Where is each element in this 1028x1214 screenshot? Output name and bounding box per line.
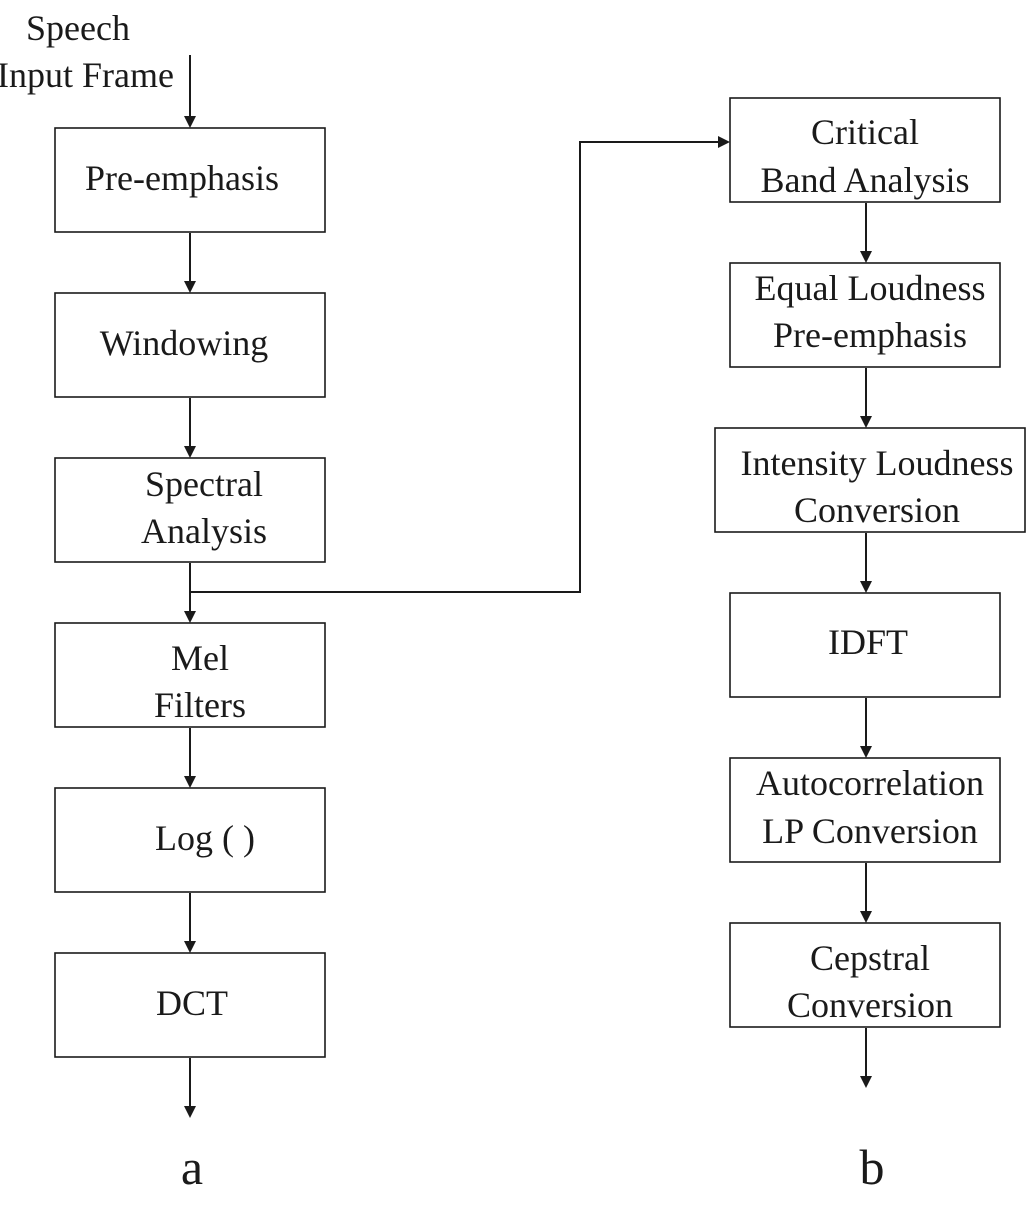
panel-a: Pre-emphasis Windowing Spectral Analysis… [54,127,326,1058]
block-cepstral-conversion-line2: Conversion [787,985,953,1025]
block-intensity-loudness-line1: Intensity Loudness [741,443,1014,483]
edge-spectral-to-critical-band [190,136,730,593]
block-spectral-analysis-line2: Analysis [141,511,267,551]
block-log-label: Log ( ) [155,818,255,858]
block-windowing: Windowing [54,292,326,398]
block-critical-band-analysis-line1: Critical [811,112,919,152]
input-label-line2: Input Frame [0,55,174,95]
block-autocorrelation-line1: Autocorrelation [756,763,984,803]
panel-a-label: a [181,1139,203,1195]
panel-b-label: b [860,1139,885,1195]
block-cepstral-conversion-line1: Cepstral [810,938,930,978]
block-equal-loudness-line1: Equal Loudness [755,268,986,308]
input-label-line1: Speech [26,8,130,48]
panel-b: Critical Band Analysis Equal Loudness Pr… [714,97,1026,1028]
block-dct-label: DCT [156,983,228,1023]
input-label: Speech Input Frame [0,8,174,95]
panel-a-label-group: a [181,1139,203,1195]
block-intensity-loudness-conversion: Intensity Loudness Conversion [714,427,1026,533]
panel-b-label-group: b [860,1139,885,1195]
block-pre-emphasis: Pre-emphasis [54,127,326,233]
block-mel-filters: Mel Filters [54,622,326,728]
block-autocorrelation-line2: LP Conversion [762,811,978,851]
block-spectral-analysis-line1: Spectral [145,464,263,504]
block-cepstral-conversion: Cepstral Conversion [729,922,1001,1028]
block-idft: IDFT [729,592,1001,698]
block-equal-loudness-line2: Pre-emphasis [773,315,967,355]
block-dct: DCT [54,952,326,1058]
block-mel-filters-line1: Mel [171,638,229,678]
block-idft-label: IDFT [828,622,908,662]
block-spectral-analysis: Spectral Analysis [54,457,326,563]
block-critical-band-analysis-line2: Band Analysis [760,160,969,200]
block-equal-loudness-pre-emphasis: Equal Loudness Pre-emphasis [729,262,1001,368]
block-mel-filters-line2: Filters [154,685,246,725]
block-intensity-loudness-line2: Conversion [794,490,960,530]
block-autocorrelation-lp-conversion: Autocorrelation LP Conversion [729,757,1001,863]
block-pre-emphasis-label: Pre-emphasis [85,158,279,198]
block-critical-band-analysis: Critical Band Analysis [729,97,1001,203]
block-windowing-label: Windowing [100,323,269,363]
block-log: Log ( ) [54,787,326,893]
